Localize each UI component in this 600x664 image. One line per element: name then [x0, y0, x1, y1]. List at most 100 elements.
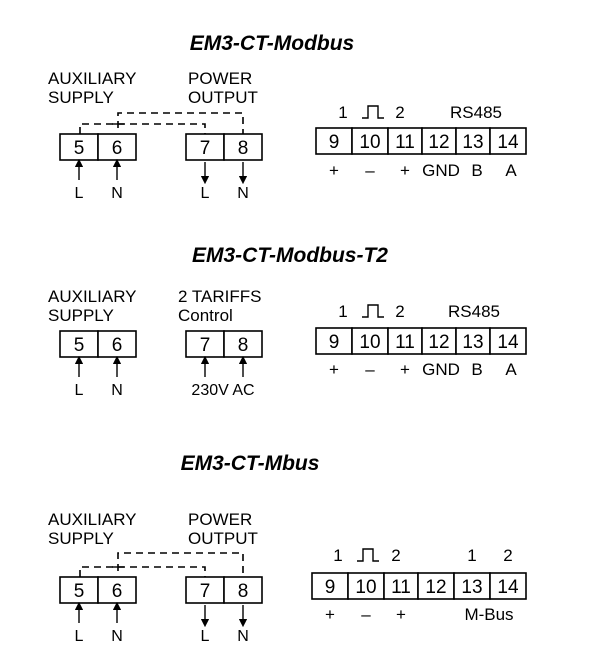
- wire-label-n: N: [237, 628, 249, 645]
- mbus-number-1: 1: [467, 546, 476, 565]
- sign-plus: +: [400, 161, 410, 180]
- terminal-9: 9: [325, 577, 336, 598]
- terminal-6: 6: [112, 335, 123, 356]
- terminal-13: 13: [462, 332, 483, 353]
- bus-label-gnd: GND: [422, 161, 460, 180]
- wire-label-n: N: [111, 185, 123, 202]
- terminal-block-9-14: 9 10 11 12 13 14: [315, 327, 527, 355]
- sign-minus: –: [365, 161, 375, 180]
- aux-label-line2: SUPPLY: [48, 88, 114, 107]
- bus-label-b: B: [471, 360, 482, 379]
- terminal-6: 6: [112, 581, 123, 602]
- terminal-12: 12: [428, 332, 449, 353]
- bus-label-gnd: GND: [422, 360, 460, 379]
- terminal-9: 9: [329, 132, 340, 153]
- terminal-8: 8: [238, 335, 249, 356]
- pulse-icon: [362, 304, 384, 318]
- pulse-number-2: 2: [391, 546, 400, 565]
- terminal-9: 9: [329, 332, 340, 353]
- terminal-5: 5: [74, 335, 85, 356]
- bus-label-b: B: [471, 161, 482, 180]
- terminal-13: 13: [462, 132, 483, 153]
- mbus-label: M-Bus: [464, 605, 513, 624]
- wire-label-n: N: [111, 382, 123, 399]
- dashed-link-6-8: [117, 112, 244, 134]
- wire-label-l: L: [201, 185, 210, 202]
- sign-minus: –: [365, 360, 375, 379]
- section-title: EM3-CT-Mbus: [181, 452, 320, 475]
- terminal-14: 14: [497, 332, 519, 353]
- wire-label-n: N: [237, 185, 249, 202]
- terminal-5: 5: [74, 581, 85, 602]
- wire-label-n: N: [111, 628, 123, 645]
- terminal-11: 11: [395, 332, 415, 353]
- wire-label-l: L: [201, 628, 210, 645]
- power-output-label-line2: OUTPUT: [188, 88, 258, 107]
- terminal-13: 13: [461, 577, 482, 598]
- dashed-link-6-8: [117, 552, 244, 577]
- dashed-link-5-7: [79, 566, 206, 577]
- wire-label-l: L: [75, 382, 84, 399]
- rs485-label: RS485: [448, 302, 500, 321]
- terminal-7: 7: [200, 581, 211, 602]
- terminal-block-7-8: 7 8: [185, 576, 263, 604]
- terminal-8: 8: [238, 138, 249, 159]
- bus-label-a: A: [505, 360, 517, 379]
- section-title: EM3-CT-Modbus: [190, 32, 354, 55]
- terminal-block-9-14: 9 10 11 12 13 14: [311, 572, 527, 600]
- aux-label-line1: AUXILIARY: [48, 287, 137, 306]
- terminal-8: 8: [238, 581, 249, 602]
- control-voltage-label: 230V AC: [191, 382, 254, 399]
- pulse-number-1: 1: [338, 302, 347, 321]
- terminal-14: 14: [497, 132, 519, 153]
- dashed-link-5-7: [79, 123, 206, 134]
- aux-label-line1: AUXILIARY: [48, 69, 137, 88]
- terminal-block-9-14: 9 10 11 12 13 14: [315, 127, 527, 155]
- terminal-6: 6: [112, 138, 123, 159]
- section-em3-ct-modbus-t2: EM3-CT-Modbus-T2 AUXILIARY SUPPLY 2 TARI…: [48, 244, 527, 399]
- pulse-icon: [362, 105, 384, 119]
- section-title: EM3-CT-Modbus-T2: [192, 244, 388, 267]
- power-output-label-line1: POWER: [188, 69, 252, 88]
- tariffs-label-line1: 2 TARIFFS: [178, 287, 261, 306]
- terminal-10: 10: [359, 332, 380, 353]
- sign-plus: +: [325, 605, 335, 624]
- terminal-7: 7: [200, 138, 211, 159]
- pulse-number-1: 1: [338, 103, 347, 122]
- pulse-number-2: 2: [395, 302, 404, 321]
- pulse-icon: [357, 548, 379, 562]
- terminal-10: 10: [359, 132, 380, 153]
- power-output-label-line1: POWER: [188, 510, 252, 529]
- rs485-label: RS485: [450, 103, 502, 122]
- sign-plus: +: [400, 360, 410, 379]
- mbus-number-2: 2: [503, 546, 512, 565]
- wire-label-l: L: [75, 185, 84, 202]
- wire-label-l: L: [75, 628, 84, 645]
- pulse-number-1: 1: [333, 546, 342, 565]
- terminal-block-5-6: 5 6: [59, 133, 137, 161]
- terminal-block-5-6: 5 6: [59, 330, 137, 358]
- terminal-block-7-8: 7 8: [185, 330, 263, 358]
- tariffs-label-line2: Control: [178, 306, 233, 325]
- terminal-11: 11: [391, 577, 411, 598]
- sign-plus: +: [329, 161, 339, 180]
- terminal-11: 11: [395, 132, 415, 153]
- sign-plus: +: [396, 605, 406, 624]
- section-em3-ct-modbus: EM3-CT-Modbus AUXILIARY SUPPLY POWER OUT…: [48, 32, 527, 202]
- aux-label-line2: SUPPLY: [48, 529, 114, 548]
- terminal-12: 12: [425, 577, 446, 598]
- bus-label-a: A: [505, 161, 517, 180]
- terminal-block-7-8: 7 8: [185, 133, 263, 161]
- aux-label-line1: AUXILIARY: [48, 510, 137, 529]
- pulse-number-2: 2: [395, 103, 404, 122]
- terminal-5: 5: [74, 138, 85, 159]
- terminal-block-5-6: 5 6: [59, 576, 137, 604]
- terminal-12: 12: [428, 132, 449, 153]
- power-output-label-line2: OUTPUT: [188, 529, 258, 548]
- sign-plus: +: [329, 360, 339, 379]
- terminal-14: 14: [497, 577, 519, 598]
- terminal-10: 10: [355, 577, 376, 598]
- sign-minus: –: [361, 605, 371, 624]
- terminal-7: 7: [200, 335, 211, 356]
